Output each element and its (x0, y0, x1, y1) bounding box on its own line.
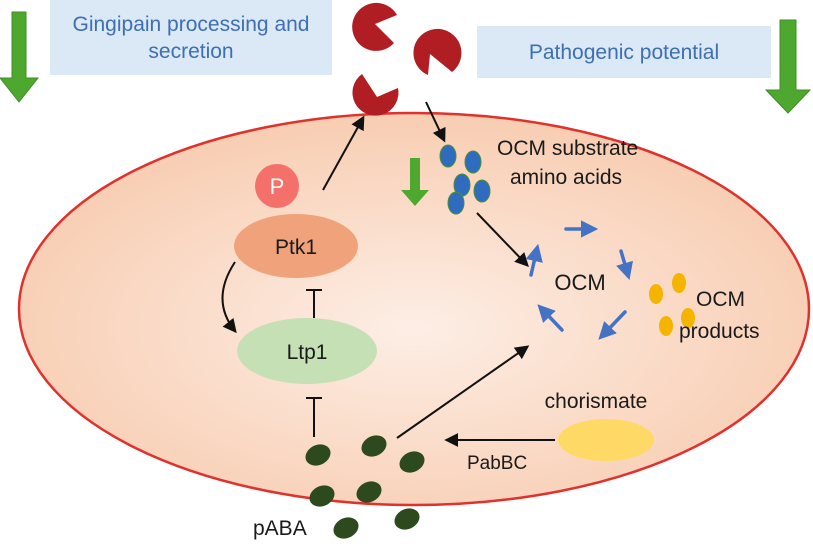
ocm-label: OCM (554, 270, 605, 295)
gingipain-icon (352, 2, 397, 51)
gingipain-proteins (352, 2, 462, 116)
pabbc-label: PabBC (467, 453, 527, 474)
ocm-products-label-line2: products (679, 320, 760, 343)
gingipain-processing-label: Gingipain processing and secretion (50, 0, 332, 75)
chorismate-node (558, 419, 654, 461)
paba-molecules (305, 435, 425, 539)
cell-body (17, 111, 811, 507)
ltp1-node (237, 318, 377, 384)
phosphate-label: P (270, 174, 285, 199)
phosphate-icon (255, 164, 299, 208)
product-icon (681, 308, 695, 328)
ocm-products (649, 273, 695, 336)
ocm-substrate-label-line1: OCM substrate (497, 137, 638, 160)
paba-icon (333, 517, 359, 539)
paba-icon (361, 435, 387, 457)
substrate-amino-acids (439, 144, 491, 215)
green-down-arrow-left-icon (0, 11, 40, 103)
paba-label: pABA (253, 517, 307, 540)
product-icon (672, 273, 686, 293)
arrow-ptk1-to-gingipain (322, 115, 365, 191)
arrow-gingipain-to-substrate (425, 101, 446, 143)
paba-icon (305, 444, 331, 466)
ltp1-label: Ltp1 (287, 341, 328, 364)
ptk1-label: Ptk1 (275, 236, 317, 259)
paba-icon (356, 481, 382, 503)
amino-acid-icon (473, 179, 491, 203)
amino-acid-icon (447, 191, 465, 215)
ptk1-node (234, 214, 358, 278)
gingipain-icon (352, 74, 399, 116)
product-icon (649, 284, 663, 304)
chorismate-label: chorismate (545, 390, 648, 413)
ocm-substrate-label-line2: amino acids (510, 166, 622, 189)
paba-icon (394, 508, 420, 530)
paba-icon (309, 485, 335, 507)
paba-icon (399, 451, 425, 473)
product-icon (659, 316, 673, 336)
arrow-ptk1-to-ltp1 (221, 261, 237, 334)
arrow-paba-to-ocm (396, 345, 530, 439)
gingipain-icon (413, 28, 462, 75)
amino-acid-icon (464, 150, 482, 174)
amino-acid-icon (439, 144, 457, 168)
pathogenic-potential-label: Pathogenic potential (477, 26, 771, 78)
ocm-cycle-arrows (525, 220, 633, 340)
green-down-arrow-substrate-icon (401, 158, 429, 206)
green-down-arrow-right-icon (764, 19, 812, 114)
ocm-products-label-line1: OCM (696, 288, 745, 311)
arrow-substrate-to-ocm (476, 212, 529, 268)
